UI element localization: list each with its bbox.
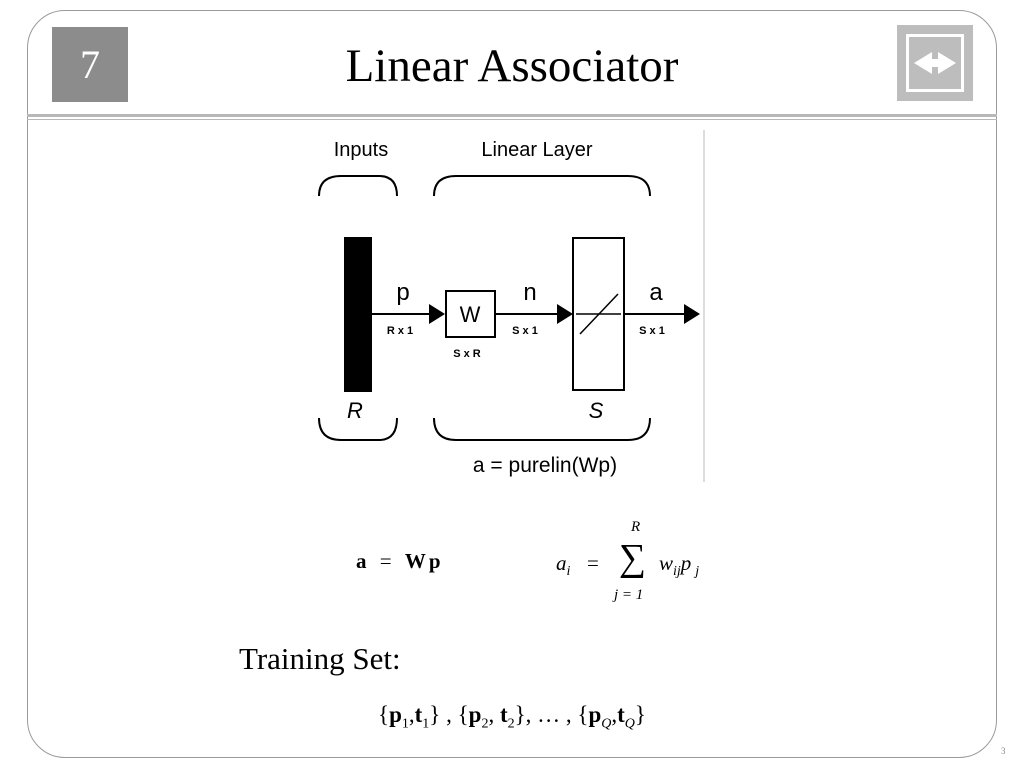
subscript: 1: [422, 716, 430, 732]
navigation-button-border: [906, 34, 964, 92]
subscript: Q: [624, 716, 635, 732]
brace-open: {: [457, 702, 469, 727]
navigation-button[interactable]: [897, 25, 973, 101]
matrix-eq-rhs: Wp: [404, 549, 444, 573]
chapter-number: 7: [52, 27, 128, 102]
brace-close: }: [514, 702, 526, 727]
p-label: p: [396, 279, 409, 306]
purelin-icon: [579, 293, 619, 335]
r-label: R: [347, 398, 363, 423]
sum-upper-limit: R: [631, 519, 641, 535]
sigma-symbol: ∑: [619, 537, 647, 579]
a-label: a: [649, 279, 663, 306]
inputs-top-brace: [318, 175, 398, 197]
n-arrow-head: [557, 304, 573, 324]
page-number: 3: [1001, 746, 1006, 756]
comma: ,: [611, 702, 618, 727]
brace-close: }: [429, 702, 441, 727]
linear-layer-label: Linear Layer: [481, 139, 593, 161]
target-t2: t: [499, 702, 508, 727]
training-set-expression: {p1,t1} , {p2, t2}, … , {pQ,tQ}: [0, 700, 1024, 740]
sum-eq-w: w: [659, 551, 674, 575]
input-p2: p: [468, 702, 482, 727]
target-t1: t: [414, 702, 423, 727]
layer-top-brace: [433, 175, 651, 197]
slide-frame: [27, 10, 997, 758]
title-rule-thick: [27, 114, 997, 117]
brace-open: {: [378, 702, 390, 727]
slide-title: Linear Associator: [345, 40, 679, 92]
brace-open: {: [577, 702, 589, 727]
subscript: 1: [401, 716, 409, 732]
sum-eq-p: p: [680, 551, 692, 575]
layer-bottom-brace: [433, 417, 651, 441]
inputs-bottom-brace: [318, 417, 398, 441]
linear-layer-diagram: Inputs Linear Layer p R x 1 W S x R n S …: [318, 130, 705, 482]
subscript: Q: [601, 716, 612, 732]
input-vector-bar: [344, 237, 372, 392]
brace-close: }: [634, 702, 646, 727]
subscript: 2: [507, 716, 515, 732]
a-arrow-head: [684, 304, 700, 324]
sum-eq-lhs-sub: i: [566, 564, 571, 580]
matrix-eq-equals: =: [379, 549, 392, 573]
matrix-eq-lhs: a: [356, 549, 367, 573]
ellipsis-separator: , … ,: [525, 702, 578, 727]
back-forward-arrows-icon: [914, 52, 956, 74]
comma: ,: [488, 702, 500, 727]
w-dimension: S x R: [453, 348, 481, 360]
sum-eq-equals: =: [587, 551, 599, 575]
matrix-equation: a = Wp: [356, 549, 444, 574]
subscript: 2: [481, 716, 489, 732]
separator: ,: [440, 702, 458, 727]
comma: ,: [408, 702, 415, 727]
s-label: S: [589, 398, 604, 423]
input-p1: p: [389, 702, 402, 727]
n-dimension: S x 1: [512, 325, 538, 337]
p-arrow-head: [429, 304, 445, 324]
target-tq: t: [617, 702, 625, 727]
w-label: W: [460, 302, 481, 327]
training-set-label: Training Set:: [239, 641, 401, 676]
n-label: n: [523, 279, 536, 306]
title-rule-thin: [27, 119, 997, 120]
sum-lower-limit: j = 1: [614, 587, 644, 603]
inputs-label: Inputs: [334, 139, 388, 161]
sum-eq-p-sub: j: [695, 564, 700, 580]
transfer-equation: a = purelin(Wp): [473, 454, 617, 477]
a-dimension: S x 1: [639, 325, 665, 337]
sum-eq-lhs: a: [556, 551, 567, 575]
sum-eq-w-sub: ij: [673, 564, 681, 580]
p-dimension: R x 1: [387, 325, 413, 337]
input-pq: p: [588, 702, 602, 727]
